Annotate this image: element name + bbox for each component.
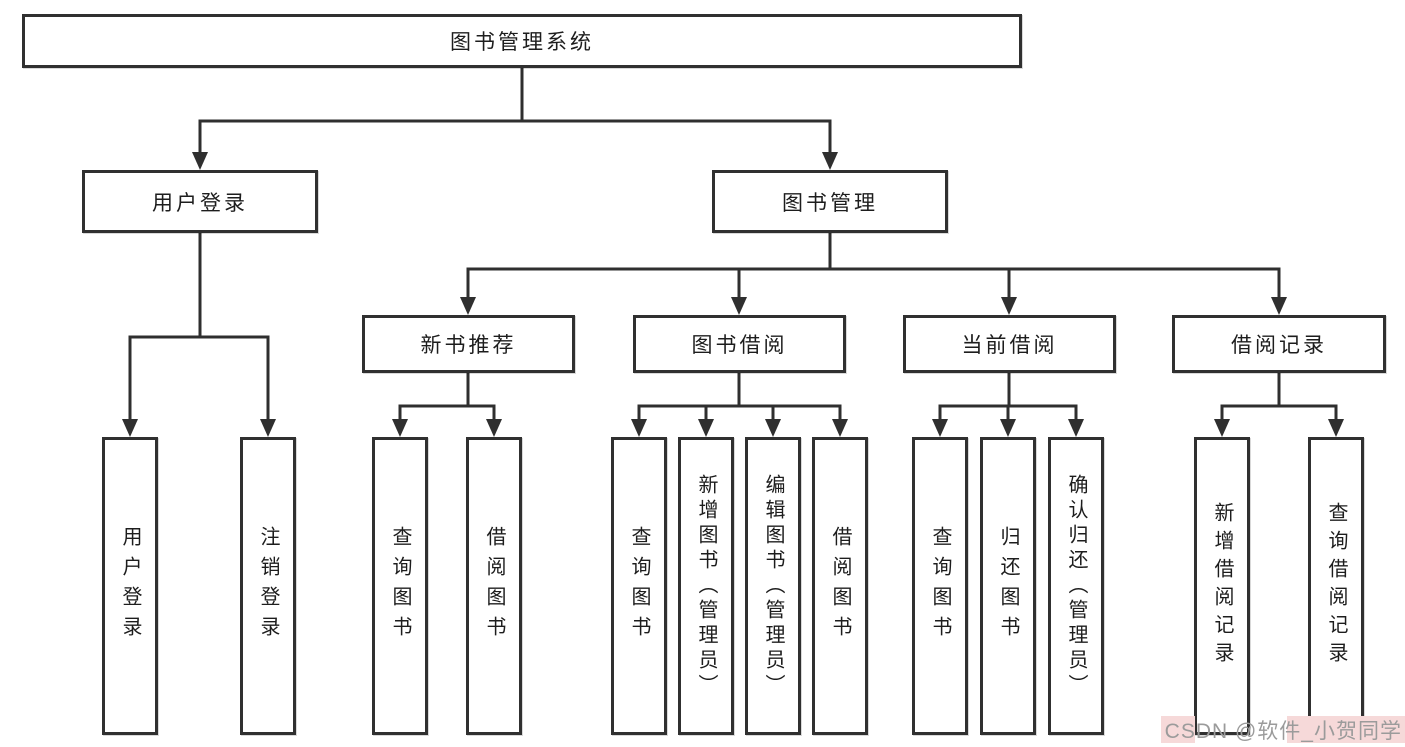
connector-recommend-to-leaves [392,371,502,437]
leaf-logout-label: 注销登录 [257,526,279,646]
connector-current-to-leaves [932,371,1084,437]
node-book-borrow: 图书借阅 [633,315,846,373]
leaf-recommend-borrow-books-label: 借阅图书 [483,526,505,646]
leaf-current-confirm-return-admin-label: 确认归还（管理员） [1065,473,1087,699]
watermark-text: CSDN @软件_小贺同学 [1164,720,1402,743]
leaf-current-query-books-label: 查询图书 [929,526,951,646]
leaf-current-confirm-return-admin: 确认归还（管理员） [1048,437,1104,735]
leaf-borrow-edit-books-admin-label: 编辑图书（管理员） [762,473,784,699]
leaf-records-query-record: 查询借阅记录 [1308,437,1364,735]
leaf-records-query-record-label: 查询借阅记录 [1325,502,1347,670]
leaf-current-return-books-label: 归还图书 [997,526,1019,646]
leaf-borrow-query-books-label: 查询图书 [628,526,650,646]
watermark-highlight [1287,716,1405,743]
node-current-borrow: 当前借阅 [903,315,1116,373]
leaf-borrow-add-books-admin: 新增图书（管理员） [678,437,734,735]
leaf-records-add-record-label: 新增借阅记录 [1211,502,1233,670]
leaf-records-add-record: 新增借阅记录 [1194,437,1250,735]
node-book-management: 图书管理 [712,170,948,233]
node-borrow-records: 借阅记录 [1172,315,1386,373]
connector-bookmgmt-to-level3 [460,231,1287,315]
leaf-user-login-label: 用户登录 [119,526,141,646]
leaf-borrow-borrow-books: 借阅图书 [812,437,868,735]
connector-root-to-level2 [192,66,838,170]
node-book-borrow-label: 图书借阅 [691,334,788,357]
node-user-login: 用户登录 [82,170,318,233]
node-book-management-label: 图书管理 [782,191,878,215]
connector-login-to-leaves [122,231,276,437]
leaf-recommend-query-books-label: 查询图书 [389,526,411,646]
leaf-user-login: 用户登录 [102,437,158,735]
leaf-borrow-edit-books-admin: 编辑图书（管理员） [745,437,801,735]
node-new-book-recommend-label: 新书推荐 [420,334,517,357]
leaf-current-query-books: 查询图书 [912,437,968,735]
node-borrow-records-label: 借阅记录 [1231,334,1327,357]
leaf-borrow-query-books: 查询图书 [611,437,667,735]
watermark-highlight [1160,716,1195,743]
watermark: CSDN @软件_小贺同学 [1160,715,1405,745]
connector-borrow-to-leaves [631,371,848,437]
node-new-book-recommend: 新书推荐 [362,315,575,373]
leaf-current-return-books: 归还图书 [980,437,1036,735]
leaf-logout: 注销登录 [240,437,296,735]
leaf-borrow-borrow-books-label: 借阅图书 [829,526,851,646]
leaf-recommend-query-books: 查询图书 [372,437,428,735]
leaf-recommend-borrow-books: 借阅图书 [466,437,522,735]
node-root-label: 图书管理系统 [450,31,594,54]
connector-records-to-leaves [1214,371,1344,437]
node-root-system: 图书管理系统 [22,14,1022,68]
leaf-borrow-add-books-admin-label: 新增图书（管理员） [695,473,717,699]
node-user-login-label: 用户登录 [152,191,248,215]
node-current-borrow-label: 当前借阅 [961,334,1058,357]
